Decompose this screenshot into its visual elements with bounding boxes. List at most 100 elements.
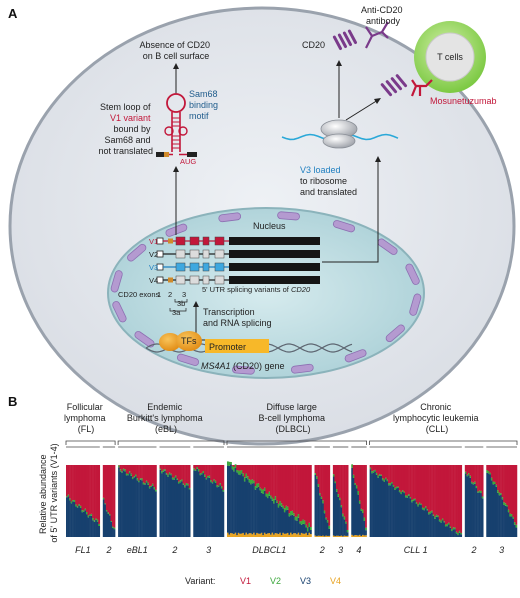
bar-segment-v4 <box>247 534 249 537</box>
bar-segment-v4 <box>299 535 301 537</box>
bar-segment-v3 <box>106 511 108 537</box>
bar-segment-v1 <box>183 465 185 483</box>
bar-segment-v1 <box>106 465 108 510</box>
bar-segment-v2 <box>238 470 240 474</box>
bar-segment-v2 <box>69 498 71 500</box>
group-bracket <box>370 441 517 445</box>
legend-v4: V4 <box>330 576 341 586</box>
bar-segment-v2 <box>344 517 346 520</box>
bar-segment-v1 <box>94 465 96 520</box>
bar-segment-v3 <box>272 501 274 533</box>
bar-segment-v1 <box>150 465 152 486</box>
bar-segment-v3 <box>247 479 249 534</box>
bar-segment-v3 <box>480 493 482 537</box>
bar-segment-v3 <box>118 467 120 537</box>
bar-segment-v4 <box>245 533 247 537</box>
bar-segment-v3 <box>89 516 91 537</box>
bar-segment-v3 <box>365 530 367 535</box>
bar-segment-v2 <box>287 507 289 510</box>
bar-segment-v2 <box>198 469 200 471</box>
bar-segment-v3 <box>218 487 220 537</box>
exon-number-3: 3 <box>182 290 186 299</box>
bar-segment-v2 <box>206 478 208 480</box>
bar-segment-v1 <box>103 465 105 498</box>
bar-segment-v1 <box>390 465 392 483</box>
gene-label: MS4A1 (CD20) gene <box>201 361 285 371</box>
bar-segment-v2 <box>270 495 272 498</box>
bar-segment-v1 <box>347 465 349 530</box>
bar-segment-v1 <box>126 465 128 473</box>
bar-segment-v4 <box>232 533 234 537</box>
bar-segment-v1 <box>218 465 220 486</box>
bar-segment-v2 <box>393 485 395 487</box>
bar-segment-v2 <box>514 522 516 525</box>
bar-segment-v3 <box>149 488 151 537</box>
bar-segment-v3 <box>500 495 502 537</box>
bar-segment-v1 <box>255 465 257 486</box>
bar-segment-v1 <box>110 465 112 521</box>
bar-segment-v3 <box>422 509 424 537</box>
bar-segment-v2 <box>407 496 409 498</box>
x-tick-label: 3 <box>206 545 211 555</box>
bar-segment-v1 <box>215 465 217 481</box>
bar-segment-v1 <box>471 465 473 482</box>
bar-segment-v3 <box>150 487 152 537</box>
bar-segment-v1 <box>264 465 266 488</box>
bar-segment-v3 <box>321 499 323 536</box>
bar-segment-v2 <box>140 478 142 479</box>
bar-segment-v4 <box>262 535 264 537</box>
bar-segment-v1 <box>344 465 346 517</box>
bar-segment-v3 <box>209 478 211 537</box>
bar-segment-v1 <box>442 465 444 519</box>
bar-segment-v2 <box>356 485 358 488</box>
bar-segment-v1 <box>495 465 497 485</box>
bar-segment-v3 <box>396 488 398 537</box>
bar-segment-v3 <box>141 480 143 537</box>
bar-segment-v2 <box>281 503 283 507</box>
bar-segment-v1 <box>433 465 435 514</box>
bar-segment-v2 <box>232 466 234 470</box>
bar-segment-v3 <box>202 473 204 537</box>
bar-segment-v1 <box>334 465 336 481</box>
bar-segment-v3 <box>505 506 507 537</box>
exon-box <box>203 237 209 245</box>
bar-segment-v2 <box>506 505 508 507</box>
bar-segment-v2 <box>279 501 281 505</box>
bar-segment-v1 <box>155 465 157 490</box>
bar-segment-v3 <box>511 516 513 537</box>
bar-segment-v3 <box>339 500 341 536</box>
bar-segment-v1 <box>232 465 234 466</box>
bar-segment-v3 <box>232 469 234 533</box>
bar-segment-v4 <box>325 536 327 537</box>
group-title-fl: Follicular lymphoma (FL) <box>64 402 108 434</box>
bar-segment-v3 <box>183 485 185 537</box>
bar-segment-v4 <box>360 536 362 537</box>
bar-segment-v1 <box>508 465 510 510</box>
bar-segment-v2 <box>420 504 422 505</box>
bar-segment-v2 <box>176 479 178 480</box>
bar-segment-v2 <box>391 482 393 483</box>
bar-segment-v3 <box>457 535 459 537</box>
bar-segment-v2 <box>499 492 501 495</box>
bar-segment-v3 <box>88 517 90 537</box>
bar-segment-v2 <box>364 517 366 521</box>
bar-segment-v1 <box>474 465 476 482</box>
bar-segment-v3 <box>399 492 401 537</box>
bar-segment-v2 <box>450 527 452 528</box>
bar-segment-v2 <box>81 510 83 512</box>
bar-segment-v3 <box>471 483 473 537</box>
bar-segment-v2 <box>199 473 201 475</box>
bar-segment-v3 <box>336 492 338 536</box>
bar-segment-v2 <box>360 509 362 511</box>
bar-segment-v2 <box>339 498 341 500</box>
bar-segment-v1 <box>308 465 310 523</box>
bar-segment-v2 <box>362 510 364 513</box>
bar-segment-v1 <box>345 465 347 522</box>
bar-segment-v2 <box>425 506 427 508</box>
bar-segment-v1 <box>210 465 212 480</box>
bar-segment-v4 <box>321 536 323 537</box>
bar-segment-v3 <box>410 498 412 537</box>
bar-segment-v3 <box>495 487 497 537</box>
bar-segment-v2 <box>495 485 497 487</box>
bar-segment-v1 <box>473 465 475 483</box>
